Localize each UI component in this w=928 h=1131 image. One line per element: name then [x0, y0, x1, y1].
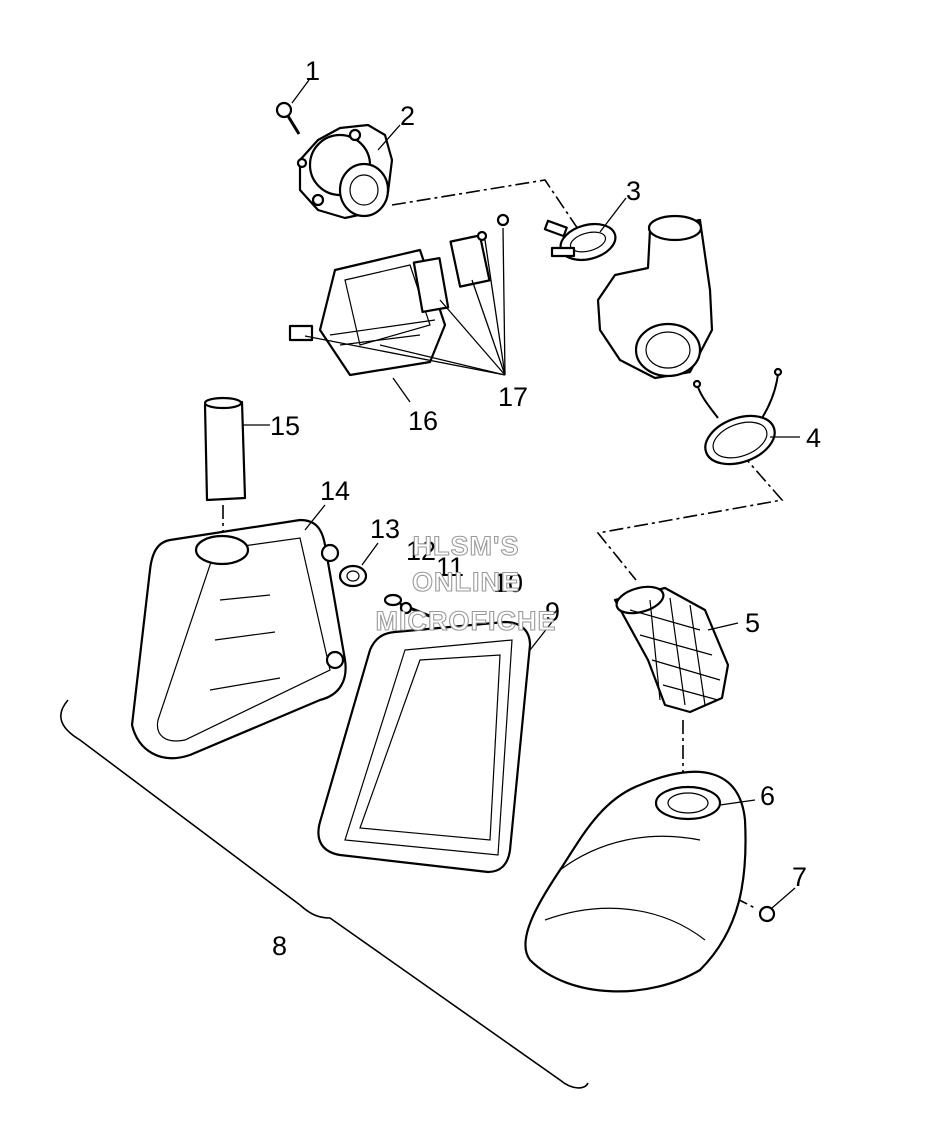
- part-5-intake-boot: [613, 585, 739, 714]
- watermark: HLSM'S ONLINE MICROFICHE: [375, 530, 557, 636]
- callout-15: 15: [270, 411, 300, 441]
- intake-duct: [596, 214, 714, 380]
- callout-9: 9: [545, 597, 560, 627]
- part-9-filter-element: [317, 620, 553, 874]
- part-10-12-hardware: [383, 593, 433, 619]
- watermark-line-3: MICROFICHE: [376, 606, 557, 636]
- callout-13: 13: [370, 514, 400, 544]
- part-3-clamp: [543, 197, 627, 262]
- part-4-spring-clip: [692, 367, 800, 466]
- callout-16: 16: [408, 406, 438, 436]
- watermark-line-1: HLSM'S: [413, 531, 520, 561]
- part-13-grommet: [338, 542, 379, 588]
- callout-11: 11: [436, 552, 464, 582]
- part-8-bracket: [60, 699, 589, 1089]
- callout-5: 5: [745, 608, 760, 638]
- callout-8: 8: [272, 931, 287, 961]
- part-2-carburetor: [296, 123, 401, 220]
- callout-7: 7: [792, 862, 807, 892]
- watermark-line-2: ONLINE: [412, 567, 520, 597]
- callout-3: 3: [626, 176, 641, 206]
- part-17-reed-parts: [288, 213, 510, 376]
- part-15-sleeve: [203, 396, 270, 502]
- callout-17: 17: [498, 382, 528, 412]
- part-14-air-box-upper: [130, 504, 347, 760]
- part-7-screw: [758, 887, 796, 923]
- callout-14: 14: [320, 476, 350, 506]
- callout-2: 2: [400, 101, 415, 131]
- part-6-air-box-lower: [524, 770, 756, 993]
- callout-6: 6: [760, 781, 775, 811]
- callout-10: 10: [493, 568, 523, 598]
- part-16-reed-valve: [318, 248, 447, 403]
- callout-4: 4: [806, 423, 821, 453]
- callout-1: 1: [305, 56, 320, 86]
- callout-12: 12: [406, 536, 436, 566]
- part-1-screw: [275, 79, 310, 135]
- callout-labels: 1 2 3 4 5 6 7 8 9 10 11 12 13 14 15 16 1…: [270, 56, 821, 961]
